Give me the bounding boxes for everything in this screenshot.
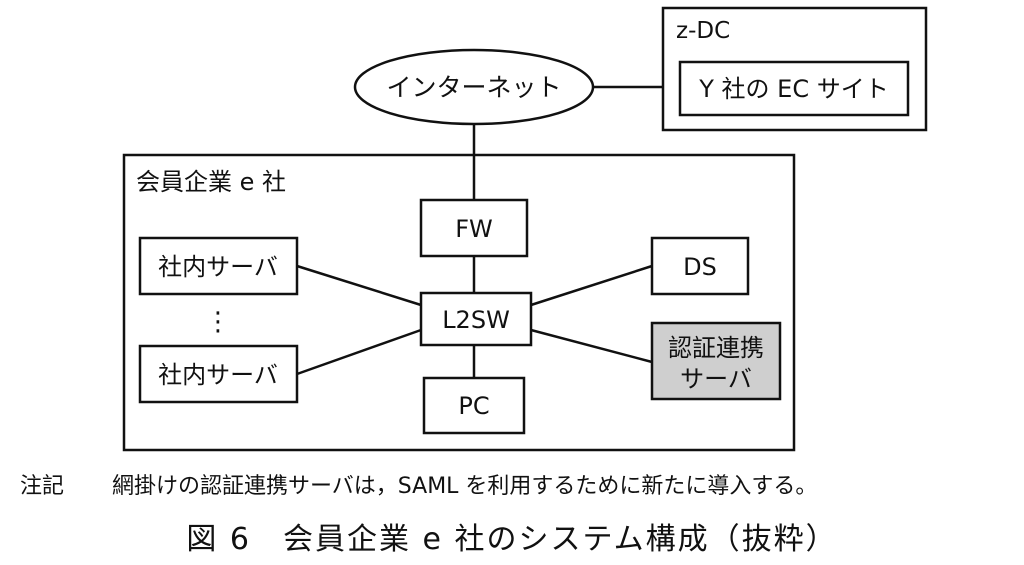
link-l2sw-ds — [530, 264, 653, 307]
fw-node: FW — [419, 198, 529, 258]
internal-server-bottom-label: 社内サーバ — [158, 361, 278, 389]
ds-label: DS — [683, 253, 717, 281]
connection-lines — [296, 85, 680, 378]
internal-server-top-node: 社内サーバ — [138, 236, 299, 296]
internal-server-top-label: 社内サーバ — [158, 253, 278, 281]
link-server-bottom-l2sw — [296, 328, 422, 376]
company-frame: 会員企業 e 社 — [122, 153, 796, 452]
auth-server-label-line1: 認証連携 — [668, 334, 764, 362]
internal-server-bottom-node: 社内サーバ — [138, 344, 299, 404]
auth-server-label-line2: サーバ — [680, 365, 752, 393]
zdc-frame: z-DC Y 社の EC サイト — [661, 6, 928, 132]
note-prefix: 注記 — [20, 474, 65, 499]
system-diagram: z-DC Y 社の EC サイト インターネット 会員企業 e 社 FW L2S… — [122, 6, 928, 452]
diagram-note: 注記 網掛けの認証連携サーバは，SAML を利用するために新たに導入する。 — [20, 468, 817, 500]
ec-site-label: Y 社の EC サイト — [698, 75, 888, 103]
internet-node: インターネット — [353, 48, 595, 126]
l2sw-node: L2SW — [419, 291, 533, 347]
pc-label: PC — [458, 392, 489, 420]
zdc-label: z-DC — [676, 18, 730, 44]
note-text: 網掛けの認証連携サーバは，SAML を利用するために新たに導入する。 — [112, 474, 818, 499]
auth-server-node: 認証連携 サーバ — [650, 321, 782, 401]
company-label: 会員企業 e 社 — [136, 168, 286, 196]
figure-caption: 図 6 会員企業 e 社のシステム構成（抜粋） — [186, 522, 838, 557]
link-server-top-l2sw — [296, 264, 422, 307]
ec-site-box — [678, 60, 910, 117]
pc-node: PC — [422, 376, 526, 435]
internet-label: インターネット — [386, 73, 561, 102]
l2sw-label: L2SW — [442, 306, 510, 334]
link-l2sw-auth — [530, 328, 653, 364]
server-ellipsis: ⋮ — [205, 307, 231, 337]
fw-label: FW — [455, 215, 493, 243]
ds-node: DS — [650, 236, 750, 296]
